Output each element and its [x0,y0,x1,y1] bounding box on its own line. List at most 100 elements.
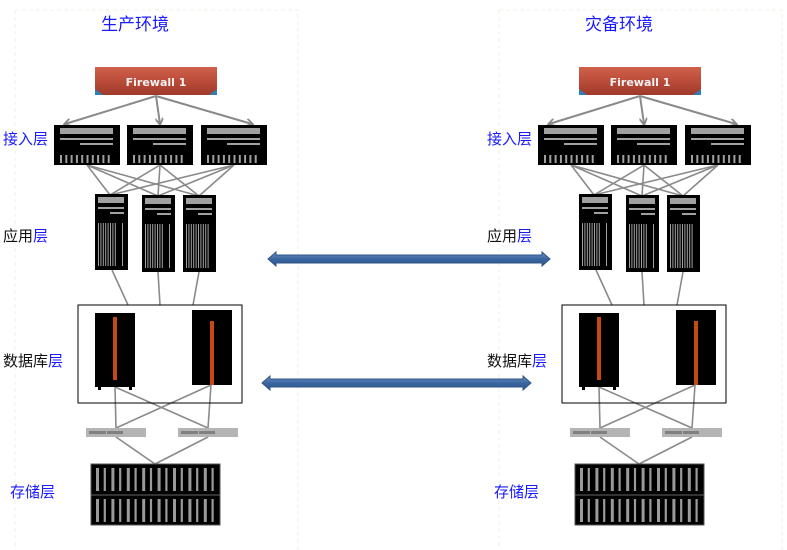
access-switch[interactable] [685,125,751,165]
switch-panel [544,128,597,134]
storage-disk [165,468,168,491]
db-foot [98,387,101,390]
switch-port [565,155,568,163]
server-bar [198,213,212,215]
san-switch[interactable] [178,428,238,437]
san-switch[interactable] [570,428,630,437]
storage-disk [587,468,590,491]
database-layer-sync-arrow[interactable] [261,374,532,392]
storage-disk [695,468,698,491]
server-slot [122,223,123,266]
switch-port [107,155,110,163]
db-foot [613,387,616,390]
app-server-body [667,195,700,272]
server-slot [684,224,686,268]
connector-line [570,164,595,196]
firewall-label: Firewall 1 [126,76,187,89]
server-bar [594,212,608,214]
storage-disk [111,499,115,522]
switch-panel [617,128,670,134]
switch-port [148,155,151,163]
server-panel [582,197,608,203]
server-slot [145,224,146,268]
switch-port [249,155,252,163]
switch-port [544,155,546,163]
server-slot [589,223,591,266]
connector-line [109,164,161,196]
connector-line [157,164,161,197]
connector-line [111,269,129,306]
storage-disk [103,499,106,522]
storage-disk [126,499,130,522]
access-switch[interactable] [127,125,193,165]
storage-disk [672,499,676,522]
database-cluster-box [77,304,243,404]
layer-label-part: 存储层 [10,483,55,501]
switch-port [722,155,725,163]
app-server[interactable] [667,195,700,272]
storage-disk [126,468,130,491]
storage-disk [657,499,660,522]
server-slot [670,224,671,268]
switch-bar [80,143,113,145]
san-switch[interactable] [662,428,722,437]
storage-array[interactable] [90,463,221,526]
server-slot [584,223,586,266]
server-slot [190,224,192,268]
access-switch[interactable] [538,125,604,165]
access-switch[interactable] [611,125,677,165]
layer-label-app: 应用层 [3,227,48,245]
switch-port [591,155,594,163]
app-server[interactable] [183,195,216,272]
switch-port [91,155,94,163]
switch-port [654,155,657,163]
db-accent-stripe [597,317,601,380]
server-panel [98,197,124,203]
switch-bar [617,138,670,140]
server-slot [205,224,207,268]
db-server[interactable] [192,310,232,385]
app-server[interactable] [579,194,612,270]
switch-port [212,155,215,163]
switch-bar [133,138,186,140]
switch-bar [711,143,744,145]
db-server[interactable] [579,313,619,390]
switch-port [706,155,709,163]
storage-disk [587,499,590,522]
switch-bar [60,138,113,140]
db-server[interactable] [676,310,716,385]
server-slot [636,224,638,268]
server-slot [691,224,693,268]
server-slot [689,224,691,268]
app-server[interactable] [626,195,659,272]
server-slot [591,223,593,266]
firewall[interactable]: Firewall 1 [95,67,217,95]
storage-disk [149,499,153,522]
access-switch[interactable] [54,125,120,165]
server-slot [110,223,111,266]
switch-port [632,155,635,163]
app-server[interactable] [142,195,175,272]
firewall[interactable]: Firewall 1 [579,67,701,95]
app-server[interactable] [95,194,128,270]
app-layer-sync-arrow[interactable] [267,250,551,268]
storage-disk [96,468,99,491]
switch-port [175,155,178,163]
db-server[interactable] [95,313,135,390]
switch-bar [544,138,597,140]
san-switch[interactable] [86,428,146,437]
switch-port [70,155,73,163]
connector-line [570,164,684,197]
server-slot [638,224,640,268]
storage-disk [641,499,645,522]
switch-panel [60,128,113,134]
storage-disk [580,468,583,491]
server-slot [112,223,114,266]
access-switch[interactable] [201,125,267,165]
switch-port [622,155,625,163]
server-slot [653,224,654,268]
server-slot [105,223,107,266]
storage-array[interactable] [574,463,705,526]
server-slot [169,224,170,268]
switch-port [659,155,662,163]
